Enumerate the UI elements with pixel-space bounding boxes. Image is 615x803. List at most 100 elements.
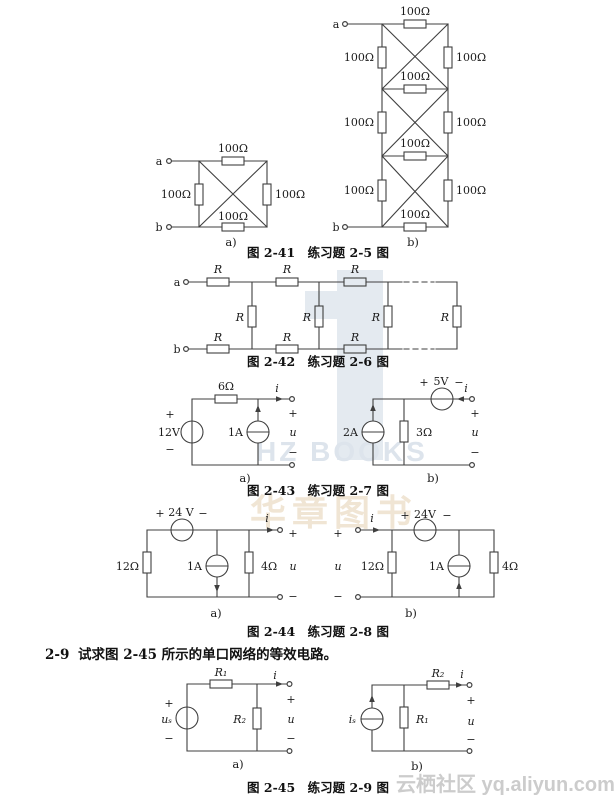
terminal-b [166, 224, 173, 231]
resistor [206, 277, 230, 287]
subfigure-label: b) [411, 759, 423, 773]
terminal-a [166, 158, 173, 165]
problem-text: 试求图 2-45 所示的单口网络的等效电路。 [78, 646, 337, 663]
current-direction-arrow [370, 404, 376, 411]
minus-sign: − [288, 446, 297, 459]
resistor [262, 183, 272, 206]
terminal [355, 593, 362, 600]
resistor-label: 100Ω [275, 188, 305, 201]
current-arrow [373, 527, 380, 533]
terminal-a-label: a [174, 276, 181, 289]
resistor-label: 100Ω [400, 70, 430, 83]
wires [191, 398, 291, 466]
huazhang-logo-watermark [305, 291, 337, 319]
minus-sign: − [442, 509, 451, 522]
terminal-b [342, 224, 349, 231]
resistor-label: 100Ω [161, 188, 191, 201]
subfigure-label: a) [210, 606, 221, 620]
resistor [275, 277, 299, 287]
current-arrow [456, 682, 463, 688]
resistor-label: 100Ω [344, 116, 374, 129]
minus-sign: − [198, 507, 207, 520]
terminal [286, 680, 293, 687]
terminal [466, 681, 473, 688]
minus-sign: − [454, 376, 463, 389]
current-direction-arrow [456, 582, 462, 589]
fig-2-45-circuit-a: + uₛ − R₁ R₂ i + u − a) [161, 666, 295, 771]
terminal [355, 526, 362, 533]
voltage-label: u [287, 713, 294, 726]
current-arrow [267, 527, 274, 533]
resistor [403, 84, 427, 94]
resistor [377, 46, 387, 69]
voltage-label: u [289, 426, 296, 439]
wires [186, 683, 290, 752]
fig-2-45-circuit-b: iₛ R₁ R₂ i + u − b) [349, 667, 476, 773]
subfigure-label: a) [225, 235, 236, 249]
resistor-label: R [282, 263, 291, 276]
resistor [443, 179, 453, 202]
fig-2-41: a b 100Ω 100Ω 100Ω 100Ω a) [155, 5, 486, 260]
terminal [277, 526, 284, 533]
minus-sign: − [466, 733, 475, 746]
resistor [221, 222, 245, 232]
resistor-label: R [235, 311, 244, 324]
figure-caption: 图 2-44 练习题 2-8 图 [247, 624, 389, 639]
resistor-label: 100Ω [344, 51, 374, 64]
plus-sign: + [155, 507, 164, 520]
fig-2-43: + 12V − 6Ω 1A i + u − a) [158, 375, 480, 498]
source-value-label: 5V [434, 375, 450, 388]
terminal [289, 462, 296, 469]
resistor [343, 344, 367, 354]
resistor [443, 46, 453, 69]
subfigure-label: b) [427, 471, 439, 485]
fig-2-41-circuit-a: a b 100Ω 100Ω 100Ω 100Ω a) [155, 142, 305, 249]
fig-2-44: 12Ω + 24 V − 1A 4Ω i + u − a) [116, 506, 518, 639]
resistor [399, 420, 409, 443]
resistor-label: R [302, 311, 311, 324]
resistor [252, 707, 262, 730]
resistor [206, 344, 230, 354]
subfigure-label: b) [405, 606, 417, 620]
figure-caption: 图 2-43 练习题 2-7 图 [247, 483, 389, 498]
resistor [343, 277, 367, 287]
resistor [452, 305, 462, 328]
plus-sign: + [333, 527, 342, 540]
fig-2-45: + uₛ − R₁ R₂ i + u − a) [161, 666, 475, 795]
terminal-a [342, 21, 349, 28]
resistor-label: 100Ω [456, 51, 486, 64]
resistor [489, 551, 499, 574]
plus-sign: + [288, 527, 297, 540]
source-value-label: 1A [228, 426, 244, 439]
voltage-label: u [289, 560, 296, 573]
resistor-label: R [213, 331, 222, 344]
resistor [399, 706, 409, 729]
plus-sign: + [288, 407, 297, 420]
voltage-label: u [334, 560, 341, 573]
resistor [142, 551, 152, 574]
plus-sign: + [286, 693, 295, 706]
continuation-dashes [403, 281, 435, 350]
terminal [277, 593, 284, 600]
minus-sign: − [333, 590, 342, 603]
fig-2-44-circuit-b: + u − i 12Ω + 24V − 1A 4Ω b) [333, 508, 518, 620]
source-value-label: 24V [414, 508, 437, 521]
terminal [466, 747, 473, 754]
figure-caption: 图 2-45 练习题 2-9 图 [247, 780, 389, 795]
source-value-label: 24 V [168, 506, 194, 519]
resistor-label: 4Ω [502, 560, 518, 573]
resistor [403, 19, 427, 29]
resistor-label: 6Ω [218, 380, 234, 393]
subfigure-label: a) [239, 471, 250, 485]
source-value-label: 1A [429, 560, 445, 573]
resistor [221, 156, 245, 166]
wires [170, 160, 268, 228]
problem-number: 2-9 [45, 647, 69, 663]
resistor-label: 3Ω [416, 426, 432, 439]
current-label: i [265, 512, 269, 525]
fig-2-42: a b R R R R R R R R R R 图 2-42 练习题 2-6 图 [173, 263, 462, 369]
terminal [286, 747, 293, 754]
source-value-label: 1A [187, 560, 203, 573]
figure-caption: 图 2-42 练习题 2-6 图 [247, 354, 389, 369]
